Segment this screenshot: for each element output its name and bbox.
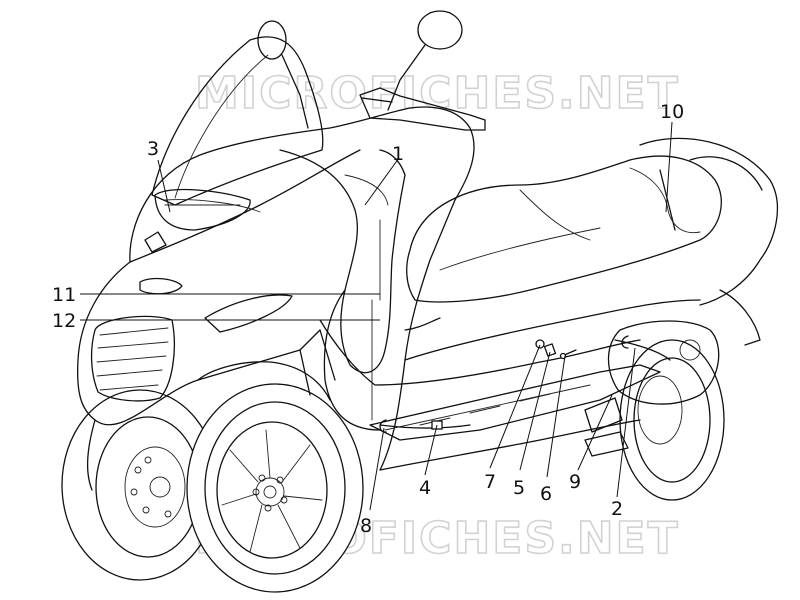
- callout-12[interactable]: 12: [52, 310, 76, 332]
- front-grille: [90, 315, 175, 402]
- clip-8: [379, 419, 387, 433]
- engine-assembly: [584, 320, 720, 457]
- mirror-right: [387, 10, 463, 111]
- callout-5[interactable]: 5: [513, 477, 525, 499]
- callout-6[interactable]: 6: [540, 483, 552, 505]
- seat: [406, 155, 722, 303]
- front-shield: [129, 106, 475, 471]
- watermark-top: MICROFICHES.NET: [195, 68, 680, 119]
- cable-clip-5: [543, 343, 557, 357]
- callout-4[interactable]: 4: [419, 477, 431, 499]
- rear-wheel: [619, 339, 725, 501]
- front-near-wheel: [186, 383, 364, 593]
- windshield: [151, 36, 324, 206]
- screw-6: [559, 349, 577, 360]
- headlight: [154, 188, 251, 231]
- front-emblem: [144, 231, 167, 253]
- callout-1[interactable]: 1: [392, 143, 404, 165]
- rear-tail: [639, 137, 778, 306]
- callout-8[interactable]: 8: [360, 515, 372, 537]
- callout-10[interactable]: 10: [660, 101, 684, 123]
- scooter-drawing: [61, 10, 778, 593]
- footboard: [369, 364, 661, 441]
- callout-9[interactable]: 9: [569, 471, 581, 493]
- callout-3[interactable]: 3: [147, 138, 159, 160]
- mirror-left: [257, 20, 309, 129]
- clip-7: [535, 339, 545, 349]
- callout-11[interactable]: 11: [52, 284, 76, 306]
- clip-2: [621, 335, 629, 349]
- callout-7[interactable]: 7: [484, 471, 496, 493]
- callout-2[interactable]: 2: [611, 498, 623, 520]
- handlebar: [359, 87, 486, 131]
- cable-harness: [164, 149, 701, 431]
- front-fairing: [76, 261, 321, 426]
- leader-lines: [80, 121, 673, 511]
